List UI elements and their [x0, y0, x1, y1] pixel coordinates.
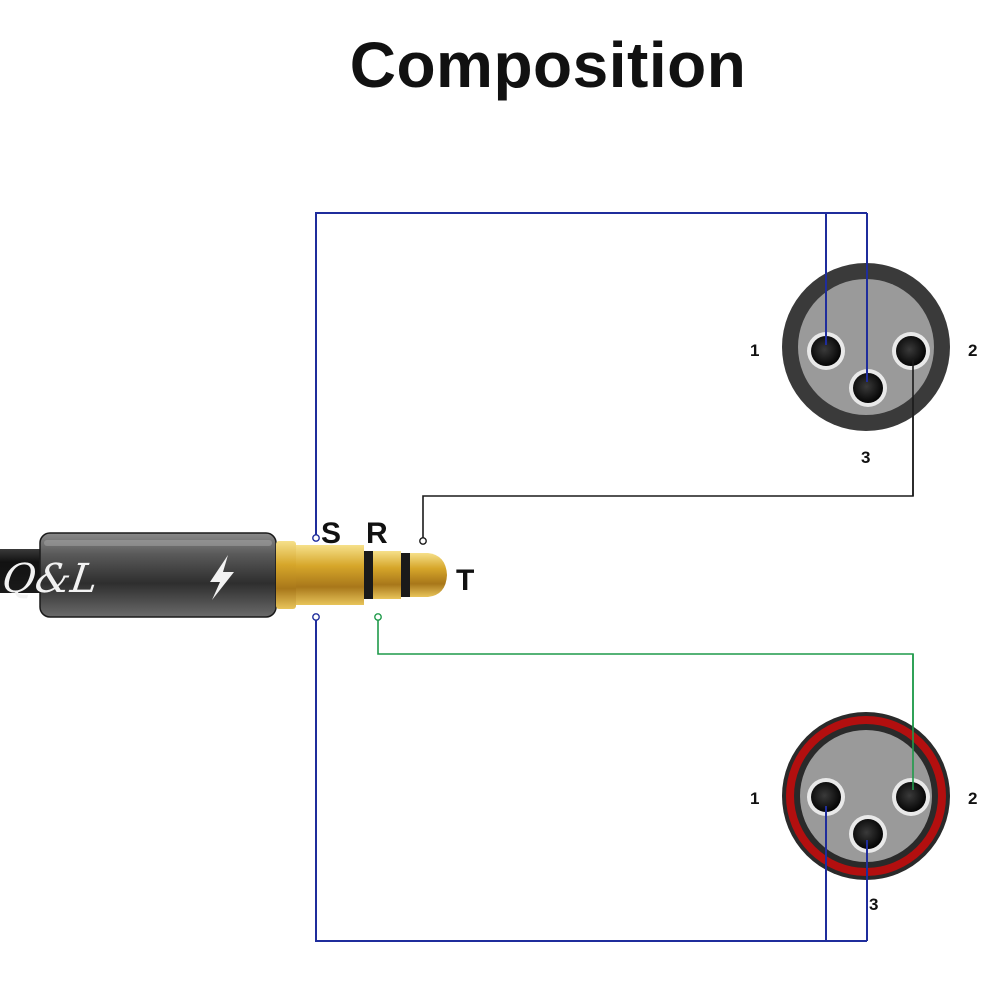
trs-plug: Q&L [0, 532, 447, 618]
xlr-bottom-pin-1-label: 1 [750, 789, 759, 808]
ring-terminal [374, 613, 382, 621]
page-title: Composition [349, 29, 747, 101]
xlr-top-pin-1-label: 1 [750, 341, 759, 360]
ring-label: R [366, 517, 388, 550]
xlr-top-pin-2-label: 2 [968, 341, 977, 360]
sleeve-wire-top [315, 212, 868, 537]
xlr-top-pin-1 [807, 332, 845, 370]
tip-label: T [456, 564, 474, 597]
xlr-bottom-pin-2 [892, 778, 930, 816]
xlr-bottom-pin-3-label: 3 [869, 895, 878, 914]
sleeve-label: S [321, 517, 341, 550]
sleeve-terminal-top [312, 534, 320, 542]
sleeve-terminal-bottom [312, 613, 320, 621]
lightning-icon [210, 555, 234, 600]
tip-terminal [419, 537, 427, 545]
plug-ring [373, 551, 401, 599]
xlr-top-pin-3 [849, 369, 887, 407]
plug-tip [410, 553, 447, 597]
xlr-bottom-pin-2-label: 2 [968, 789, 977, 808]
xlr-bottom-pin-1 [807, 778, 845, 816]
xlr-bottom-pin-3 [849, 815, 887, 853]
brand-logo: Q&L [0, 556, 101, 602]
xlr-top-pin-3-label: 3 [861, 448, 870, 467]
xlr-connector-bottom [782, 712, 950, 880]
xlr-top-pin-2 [892, 332, 930, 370]
